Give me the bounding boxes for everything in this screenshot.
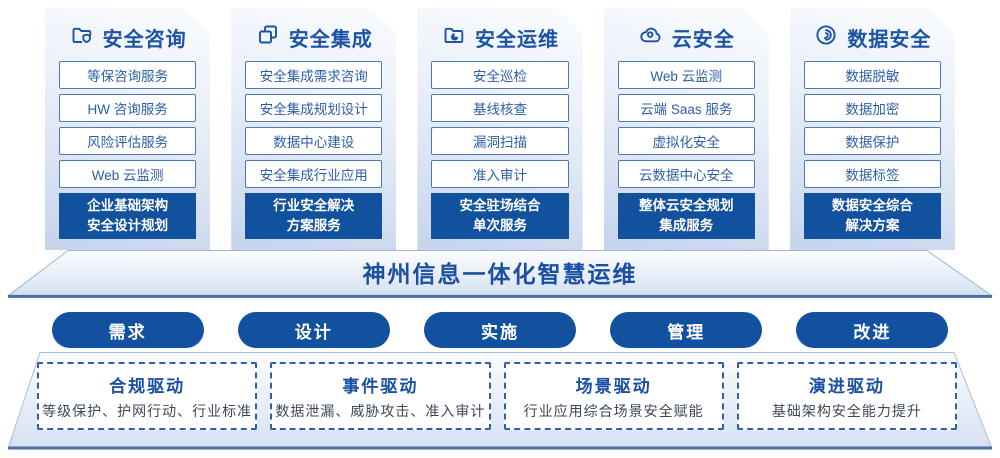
banner-title: 神州信息一体化智慧运维 — [362, 261, 638, 287]
pill-cell: 需求 — [45, 312, 210, 348]
service-cards-row: 安全咨询 等保咨询服务 HW 咨询服务 风险评估服务 Web 云监测 企业基础架… — [45, 8, 955, 250]
step-pill-design: 设计 — [237, 312, 390, 348]
service-item: 虚拟化安全 — [618, 127, 755, 155]
service-item: HW 咨询服务 — [59, 94, 196, 122]
pill-cell: 实施 — [417, 312, 582, 348]
driver-incident: 事件驱动 数据泄漏、威胁攻击、准入审计 — [270, 362, 491, 430]
documents-copy-icon — [255, 23, 281, 52]
folder-pie-icon — [441, 23, 467, 52]
driver-title: 合规驱动 — [109, 376, 186, 396]
card-security-operations: 安全运维 安全巡检 基线核查 漏洞扫描 准入审计 安全驻场结合 单次服务 — [417, 8, 582, 250]
card-title: 数据安全 — [847, 28, 932, 51]
card-highlight: 整体云安全规划 集成服务 — [618, 193, 755, 239]
driver-desc: 数据泄漏、威胁攻击、准入审计 — [275, 402, 486, 419]
driver-desc: 基础架构安全能力提升 — [771, 402, 922, 419]
service-item: 数据加密 — [804, 94, 941, 122]
drivers-row: 合规驱动 等级保护、护网行动、行业标准 事件驱动 数据泄漏、威胁攻击、准入审计 … — [37, 362, 957, 430]
card-security-integration: 安全集成 安全集成需求咨询 安全集成规划设计 数据中心建设 安全集成行业应用 行… — [231, 8, 396, 250]
service-item: 漏洞扫描 — [431, 127, 568, 155]
driver-title: 场景驱动 — [575, 376, 652, 396]
pill-cell: 管理 — [604, 312, 769, 348]
step-pill-management: 管理 — [610, 312, 763, 348]
card-highlight: 行业安全解决 方案服务 — [245, 193, 382, 239]
step-pill-implementation: 实施 — [424, 312, 576, 348]
card-items: 数据脱敏 数据加密 数据保护 数据标签 — [790, 51, 955, 188]
service-item: 数据中心建设 — [245, 127, 382, 155]
service-item: 等保咨询服务 — [59, 61, 196, 89]
service-item: 安全集成行业应用 — [245, 160, 382, 188]
service-item: 云端 Saas 服务 — [618, 94, 755, 122]
card-data-security: 数据安全 数据脱敏 数据加密 数据保护 数据标签 数据安全综合 解决方案 — [790, 8, 955, 250]
service-item: 数据标签 — [804, 160, 941, 188]
card-highlight: 安全驻场结合 单次服务 — [431, 193, 568, 239]
card-header: 安全咨询 — [45, 8, 210, 51]
service-item: 安全集成需求咨询 — [245, 61, 382, 89]
service-item: 风险评估服务 — [59, 127, 196, 155]
step-pill-improvement: 改进 — [796, 312, 949, 348]
pill-cell: 设计 — [231, 312, 396, 348]
service-item: 基线核查 — [431, 94, 568, 122]
card-header: 数据安全 — [790, 8, 955, 51]
card-highlight: 数据安全综合 解决方案 — [804, 193, 941, 239]
card-header: 安全集成 — [231, 8, 396, 51]
card-security-consulting: 安全咨询 等保咨询服务 HW 咨询服务 风险评估服务 Web 云监测 企业基础架… — [45, 8, 210, 250]
service-item: 云数据中心安全 — [618, 160, 755, 188]
card-items: 安全巡检 基线核查 漏洞扫描 准入审计 — [417, 51, 582, 188]
banner-trapezoid-shape — [7, 250, 994, 298]
step-pill-requirements: 需求 — [51, 312, 204, 348]
card-title: 云安全 — [671, 28, 735, 51]
driver-title: 演进驱动 — [808, 376, 885, 396]
driver-compliance: 合规驱动 等级保护、护网行动、行业标准 — [37, 362, 258, 430]
card-header: 安全运维 — [417, 8, 582, 51]
fingerprint-icon — [813, 23, 839, 52]
service-item: Web 云监测 — [59, 160, 196, 188]
service-item: 数据保护 — [804, 127, 941, 155]
driver-evolution: 演进驱动 基础架构安全能力提升 — [736, 362, 957, 430]
driver-desc: 等级保护、护网行动、行业标准 — [42, 402, 253, 419]
service-item: 安全集成规划设计 — [245, 94, 382, 122]
service-item: 数据脱敏 — [804, 61, 941, 89]
platform-banner: 神州信息一体化智慧运维 — [0, 250, 1000, 298]
service-item: Web 云监测 — [618, 61, 755, 89]
card-items: 安全集成需求咨询 安全集成规划设计 数据中心建设 安全集成行业应用 — [231, 51, 396, 188]
driver-desc: 行业应用综合场景安全赋能 — [523, 402, 704, 419]
card-title: 安全运维 — [475, 28, 559, 51]
card-items: Web 云监测 云端 Saas 服务 虚拟化安全 云数据中心安全 — [604, 51, 769, 188]
pill-cell: 改进 — [790, 312, 955, 348]
card-highlight: 企业基础架构 安全设计规划 — [59, 193, 196, 239]
card-items: 等保咨询服务 HW 咨询服务 风险评估服务 Web 云监测 — [45, 51, 210, 188]
cloud-icon — [638, 23, 664, 52]
folder-shield-icon — [69, 23, 95, 52]
driver-scenario: 场景驱动 行业应用综合场景安全赋能 — [503, 362, 724, 430]
card-header: 云安全 — [604, 8, 769, 51]
driver-title: 事件驱动 — [342, 376, 419, 396]
card-title: 安全集成 — [288, 28, 373, 51]
card-cloud-security: 云安全 Web 云监测 云端 Saas 服务 虚拟化安全 云数据中心安全 整体云… — [604, 8, 769, 250]
process-steps-row: 需求 设计 实施 管理 改进 — [45, 312, 955, 348]
card-title: 安全咨询 — [102, 28, 187, 51]
service-item: 安全巡检 — [431, 61, 568, 89]
service-item: 准入审计 — [431, 160, 568, 188]
